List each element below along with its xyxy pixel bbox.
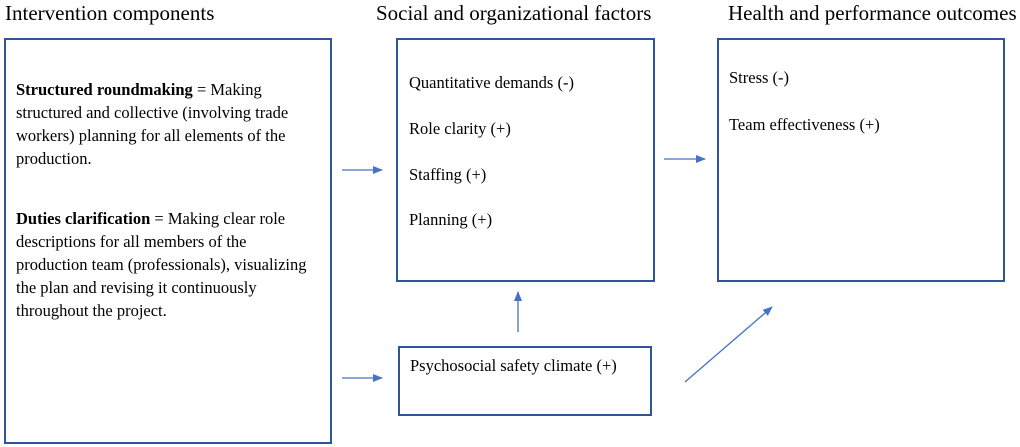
roundmaking-term: Structured roundmaking [16,80,193,99]
climate-box [398,346,652,416]
intervention-box: Structured roundmaking = Making structur… [4,38,332,444]
duties-term: Duties clarification [16,209,151,228]
factor-staffing: Staffing (+) [409,165,487,184]
roundmaking-text: Structured roundmaking = Making structur… [16,78,320,170]
outcome-team-effectiveness: Team effectiveness (+) [729,115,880,134]
column-title-outcomes: Health and performance outcomes [728,1,1017,25]
duties-desc: = Making clear role descriptions for all… [16,209,307,320]
climate-label: Psychosocial safety climate (+) [410,356,617,375]
duties-text: Duties clarification = Making clear role… [16,207,320,322]
outcomes-box [717,38,1005,282]
factor-planning: Planning (+) [409,210,493,229]
column-title-social: Social and organizational factors [376,1,652,25]
arrow-climate-to-outcomes [684,306,773,383]
outcome-stress: Stress (-) [729,68,790,87]
factor-role-clarity: Role clarity (+) [409,119,511,138]
roundmaking-desc: = Making structured and collective (invo… [16,80,289,168]
column-title-intervention: Intervention components [5,1,215,25]
factor-quantitative-demands: Quantitative demands (-) [409,73,574,92]
social-factors-box [396,38,655,282]
